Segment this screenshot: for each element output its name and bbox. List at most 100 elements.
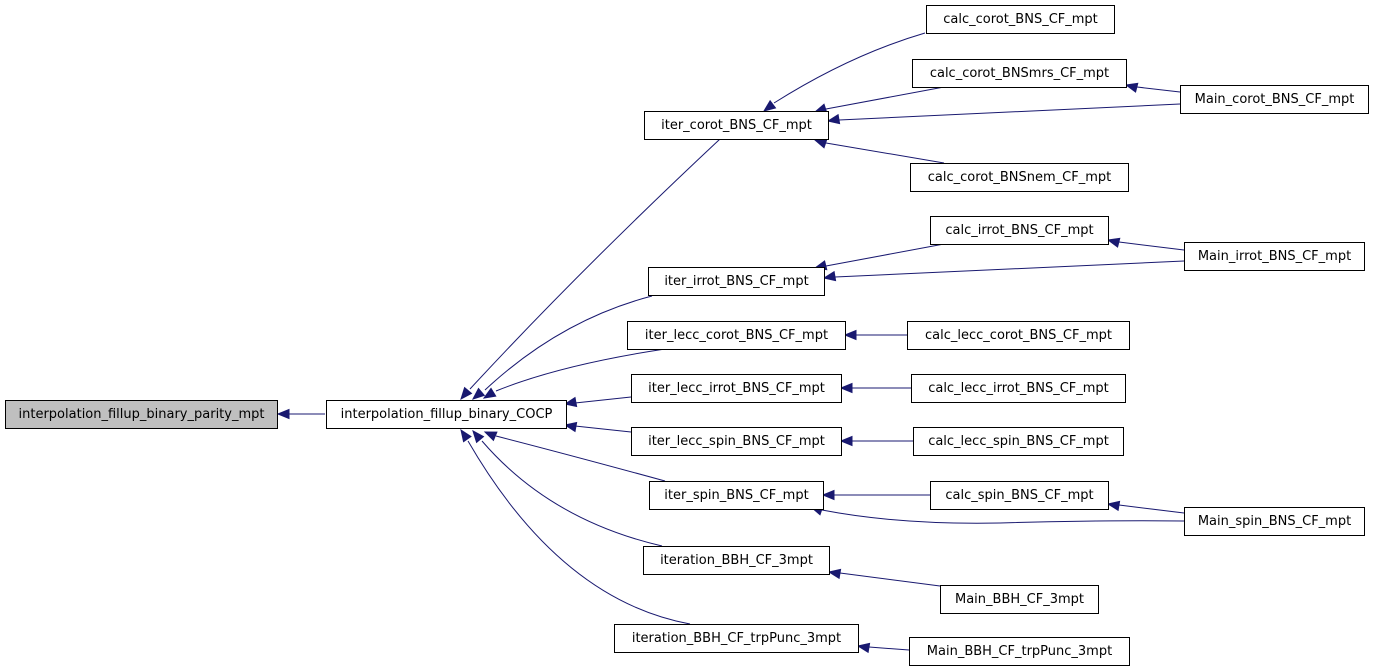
node-main-bbh-cf-3mpt[interactable]: Main_BBH_CF_3mpt: [940, 585, 1099, 614]
node-box[interactable]: [644, 111, 829, 140]
edge-line: [484, 295, 653, 391]
arrowhead-icon: [839, 435, 853, 447]
node-box[interactable]: [614, 624, 859, 653]
node-calc-corot-bnsmrs-cf-mpt[interactable]: calc_corot_BNSmrs_CF_mpt: [912, 59, 1127, 88]
node-iter-lecc-irrot-bns-cf-mpt[interactable]: iter_lecc_irrot_BNS_CF_mpt: [631, 374, 842, 403]
edge-line: [839, 572, 941, 587]
edge-cs-ms: [1106, 500, 1185, 514]
node-label: calc_lecc_irrot_BNS_CF_mpt: [928, 381, 1109, 396]
node-interpolation-fillup-binary-parity-mpt[interactable]: interpolation_fillup_binary_parity_mpt: [5, 400, 278, 429]
edge-line: [834, 260, 1185, 278]
node-box[interactable]: [1180, 85, 1369, 114]
edge-line: [469, 138, 721, 390]
edge-line: [825, 243, 945, 267]
node-box[interactable]: [631, 427, 842, 456]
arrowhead-icon: [821, 489, 835, 501]
node-box[interactable]: [627, 321, 846, 350]
node-label: calc_corot_BNS_CF_mpt: [943, 12, 1098, 27]
node-box[interactable]: [909, 637, 1130, 666]
node-iter-corot-bns-cf-mpt[interactable]: iter_corot_BNS_CF_mpt: [644, 111, 829, 140]
node-box[interactable]: [910, 163, 1129, 192]
edge-ib-mb: [827, 568, 941, 587]
node-box[interactable]: [649, 481, 824, 510]
node-box[interactable]: [926, 5, 1115, 34]
node-main-bbh-cf-trppunc-3mpt[interactable]: Main_BBH_CF_trpPunc_3mpt: [909, 637, 1130, 666]
node-main-spin-bns-cf-mpt[interactable]: Main_spin_BNS_CF_mpt: [1184, 507, 1365, 536]
edge-is-cs: [821, 489, 930, 501]
node-box[interactable]: [930, 481, 1109, 510]
node-iteration-bbh-cf-3mpt[interactable]: iteration_BBH_CF_3mpt: [643, 546, 830, 575]
edge-ils-cls: [839, 435, 913, 447]
arrowhead-icon: [826, 113, 841, 125]
edge-cocp-ibt: [460, 428, 691, 625]
node-box[interactable]: [643, 546, 830, 575]
edge-line: [467, 440, 691, 625]
edge-line: [481, 440, 663, 547]
node-calc-corot-bnsnem-cf-mpt[interactable]: calc_corot_BNSnem_CF_mpt: [910, 163, 1129, 192]
node-iter-lecc-spin-bns-cf-mpt[interactable]: iter_lecc_spin_BNS_CF_mpt: [631, 427, 842, 456]
node-box[interactable]: [631, 374, 842, 403]
arrowhead-icon: [472, 429, 485, 444]
node-label: calc_lecc_spin_BNS_CF_mpt: [928, 434, 1109, 449]
node-box[interactable]: [911, 374, 1126, 403]
node-calc-lecc-corot-bns-cf-mpt[interactable]: calc_lecc_corot_BNS_CF_mpt: [907, 321, 1130, 350]
node-label: calc_corot_BNSmrs_CF_mpt: [930, 66, 1109, 81]
edge-line: [868, 646, 910, 651]
arrowhead-icon: [563, 421, 578, 433]
node-label: Main_corot_BNS_CF_mpt: [1195, 92, 1355, 107]
node-iteration-bbh-cf-trppunc-3mpt[interactable]: iteration_BBH_CF_trpPunc_3mpt: [614, 624, 859, 653]
node-box[interactable]: [940, 585, 1099, 614]
node-iter-spin-bns-cf-mpt[interactable]: iter_spin_BNS_CF_mpt: [649, 481, 824, 510]
node-main-corot-bns-cf-mpt[interactable]: Main_corot_BNS_CF_mpt: [1180, 85, 1369, 114]
edge-ic-ccn: [813, 138, 945, 164]
node-main-irrot-bns-cf-mpt[interactable]: Main_irrot_BNS_CF_mpt: [1184, 242, 1365, 271]
node-box[interactable]: [1184, 507, 1365, 536]
node-label: interpolation_fillup_binary_COCP: [341, 407, 553, 422]
node-box[interactable]: [648, 267, 825, 296]
arrowhead-icon: [460, 386, 473, 401]
node-calc-spin-bns-cf-mpt[interactable]: calc_spin_BNS_CF_mpt: [930, 481, 1109, 510]
node-iter-lecc-corot-bns-cf-mpt[interactable]: iter_lecc_corot_BNS_CF_mpt: [627, 321, 846, 350]
node-box[interactable]: [913, 427, 1124, 456]
node-label: iter_lecc_corot_BNS_CF_mpt: [645, 328, 828, 343]
node-interpolation-fillup-binary-cocp[interactable]: interpolation_fillup_binary_COCP: [326, 400, 567, 429]
node-calc-lecc-spin-bns-cf-mpt[interactable]: calc_lecc_spin_BNS_CF_mpt: [913, 427, 1124, 456]
node-box[interactable]: [1184, 242, 1365, 271]
node-label: iter_lecc_irrot_BNS_CF_mpt: [648, 381, 825, 396]
arrowhead-icon: [813, 138, 828, 149]
node-label: iteration_BBH_CF_trpPunc_3mpt: [632, 631, 841, 646]
edge-line: [574, 425, 632, 433]
arrowhead-icon: [822, 270, 837, 282]
edge-line: [838, 103, 1181, 121]
node-label: iter_corot_BNS_CF_mpt: [661, 118, 812, 133]
edge-line: [495, 435, 666, 482]
edge-cocp-ii: [471, 295, 653, 400]
node-iter-irrot-bns-cf-mpt[interactable]: iter_irrot_BNS_CF_mpt: [648, 267, 825, 296]
node-label: calc_irrot_BNS_CF_mpt: [945, 223, 1093, 238]
node-box[interactable]: [930, 216, 1109, 245]
edge-ili-cli: [839, 382, 911, 394]
node-label: calc_corot_BNSnem_CF_mpt: [928, 170, 1111, 185]
node-calc-irrot-bns-cf-mpt[interactable]: calc_irrot_BNS_CF_mpt: [930, 216, 1109, 245]
node-box[interactable]: [907, 321, 1130, 350]
edge-ilc-clc: [843, 329, 907, 341]
node-calc-corot-bns-cf-mpt[interactable]: calc_corot_BNS_CF_mpt: [926, 5, 1115, 34]
arrowhead-icon: [762, 99, 777, 112]
edge-line: [825, 142, 945, 164]
edge-line: [1118, 504, 1185, 514]
edge-cocp-ic: [460, 138, 721, 401]
arrowhead-icon: [460, 428, 472, 443]
node-box[interactable]: [326, 400, 567, 429]
node-label: iter_spin_BNS_CF_mpt: [664, 488, 808, 503]
arrowhead-icon: [827, 568, 842, 580]
node-calc-lecc-irrot-bns-cf-mpt[interactable]: calc_lecc_irrot_BNS_CF_mpt: [911, 374, 1126, 403]
edge-ic-cc: [762, 32, 926, 112]
node-box[interactable]: [912, 59, 1127, 88]
edge-ii-mi: [822, 260, 1185, 282]
edge-line: [821, 509, 1185, 524]
node-box[interactable]: [5, 400, 278, 429]
node-label: iter_irrot_BNS_CF_mpt: [664, 274, 808, 289]
edge-line: [773, 32, 926, 104]
edge-cocp-ilc: [482, 348, 666, 399]
